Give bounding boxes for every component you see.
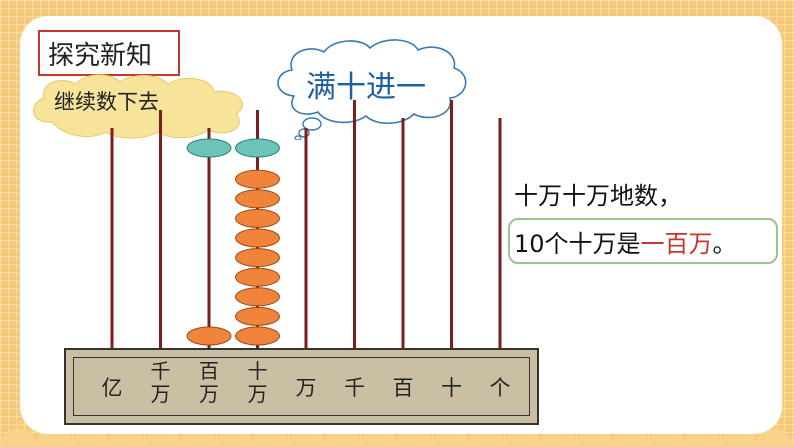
carried-bead bbox=[235, 138, 280, 158]
section-title: 探究新知 bbox=[38, 30, 180, 76]
abacus-bead bbox=[235, 267, 280, 287]
rod-label-bottom: 万 bbox=[199, 382, 219, 406]
abacus-bead bbox=[235, 306, 280, 326]
rod-label: 千万 bbox=[141, 360, 181, 406]
abacus-bead bbox=[235, 228, 280, 248]
rod-label-top: 百 bbox=[199, 359, 219, 383]
rod-label: 千 bbox=[344, 376, 365, 400]
abacus-bead bbox=[235, 208, 280, 228]
rule-line-2-suffix: 。 bbox=[712, 229, 737, 258]
rod-label: 十万 bbox=[238, 360, 278, 406]
abacus-bead bbox=[235, 189, 280, 209]
rod-label: 百万 bbox=[189, 360, 229, 406]
rule-line-1: 十万十万地数， bbox=[514, 182, 682, 210]
thought-text: 满十进一 bbox=[306, 70, 426, 105]
abacus-bead bbox=[186, 326, 232, 346]
abacus-frame-inner bbox=[73, 357, 530, 416]
speech-cloud-icon bbox=[33, 74, 243, 139]
rule-box: 10个十万是一百万。 bbox=[508, 218, 778, 264]
rod-label-bottom: 万 bbox=[150, 382, 171, 406]
rod-label: 十 bbox=[441, 376, 462, 400]
thought-cloud-icon bbox=[277, 39, 467, 140]
rod-label-top: 十 bbox=[247, 359, 268, 383]
carried-bead bbox=[186, 138, 232, 158]
abacus-bead bbox=[235, 287, 280, 307]
abacus-frame bbox=[64, 348, 539, 425]
abacus-bead bbox=[235, 248, 280, 268]
rule-highlight: 一百万 bbox=[640, 229, 713, 258]
bubble-text: 继续数下去 bbox=[54, 90, 159, 114]
rod-label: 个 bbox=[489, 376, 511, 400]
rod-label-bottom: 万 bbox=[247, 382, 268, 406]
rod-label-top: 千 bbox=[150, 359, 171, 383]
section-title-text: 探究新知 bbox=[48, 40, 153, 71]
rod-label: 亿 bbox=[101, 376, 123, 400]
abacus-bead bbox=[235, 326, 280, 346]
rule-line-2-prefix: 10个十万是 bbox=[514, 229, 641, 258]
rod-label: 百 bbox=[392, 376, 414, 400]
abacus-bead bbox=[235, 169, 280, 189]
rod-label: 万 bbox=[295, 376, 317, 400]
